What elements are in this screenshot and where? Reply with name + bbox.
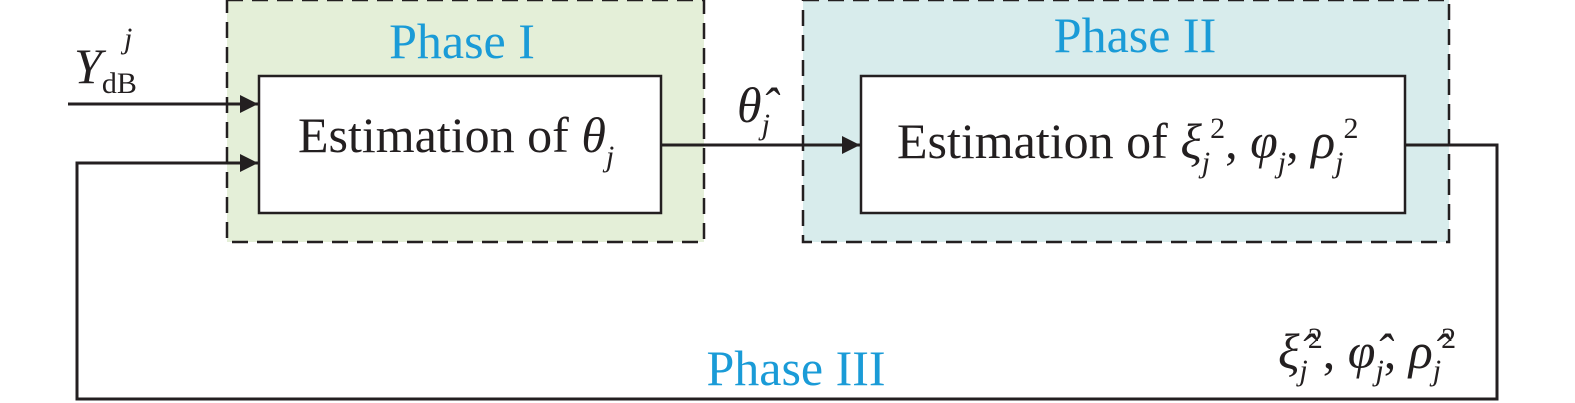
input-signal-label: YdB bbox=[74, 38, 137, 100]
phase3-label: Phase III bbox=[706, 340, 885, 396]
phi-symbol: φ bbox=[1250, 113, 1278, 169]
phi-subscript: j bbox=[1274, 146, 1286, 179]
theta-symbol: θ bbox=[581, 107, 606, 163]
input-y-symbol: Y bbox=[74, 38, 107, 94]
estimation-theta-prefix: Estimation of bbox=[298, 107, 581, 163]
rho-subscript: j bbox=[1331, 146, 1343, 179]
xi-hat-superscript: 2 bbox=[1308, 322, 1323, 355]
params-comma-1: , bbox=[1225, 113, 1250, 169]
rho-hat-subscript: j bbox=[1429, 354, 1441, 387]
phase1-label: Phase I bbox=[389, 13, 535, 69]
input-subscript: dB bbox=[102, 67, 137, 100]
feedback-loop-path bbox=[75, 143, 1499, 401]
estimation-params-prefix: Estimation of bbox=[897, 113, 1180, 169]
theta-hat-label: θ̂j bbox=[737, 77, 781, 141]
theta-hat-subscript: j bbox=[758, 108, 770, 141]
rho-hat-superscript: 2 bbox=[1441, 322, 1456, 355]
estimation-theta-text: Estimation of θj bbox=[298, 107, 614, 173]
xi-subscript: j bbox=[1198, 146, 1210, 179]
xi-symbol: ξ bbox=[1180, 113, 1202, 169]
xi-hat-subscript: j bbox=[1295, 354, 1307, 387]
feedback-comma-1: , bbox=[1323, 323, 1348, 379]
rho-superscript: 2 bbox=[1343, 112, 1358, 145]
phi-hat-subscript: j bbox=[1371, 354, 1383, 387]
estimation-xi-phi-rho-text: Estimation of ξj2, φj, ρj2 bbox=[897, 112, 1358, 179]
rho-symbol: ρ bbox=[1309, 113, 1335, 169]
theta-subscript: j bbox=[602, 140, 614, 173]
estimation-xi-phi-rho-block bbox=[859, 74, 1407, 215]
feedback-signal-label: ξ̂j2, φ̂j, ρ̂j2 bbox=[1278, 322, 1456, 387]
params-comma-2: , bbox=[1286, 113, 1311, 169]
phase2-label: Phase II bbox=[1054, 7, 1216, 63]
feedback-comma-2: , bbox=[1384, 323, 1409, 379]
input-superscript: j bbox=[120, 22, 132, 55]
theta-hat-symbol: θ̂ bbox=[737, 77, 781, 133]
estimation-theta-block bbox=[257, 74, 663, 215]
xi-superscript: 2 bbox=[1210, 112, 1225, 145]
